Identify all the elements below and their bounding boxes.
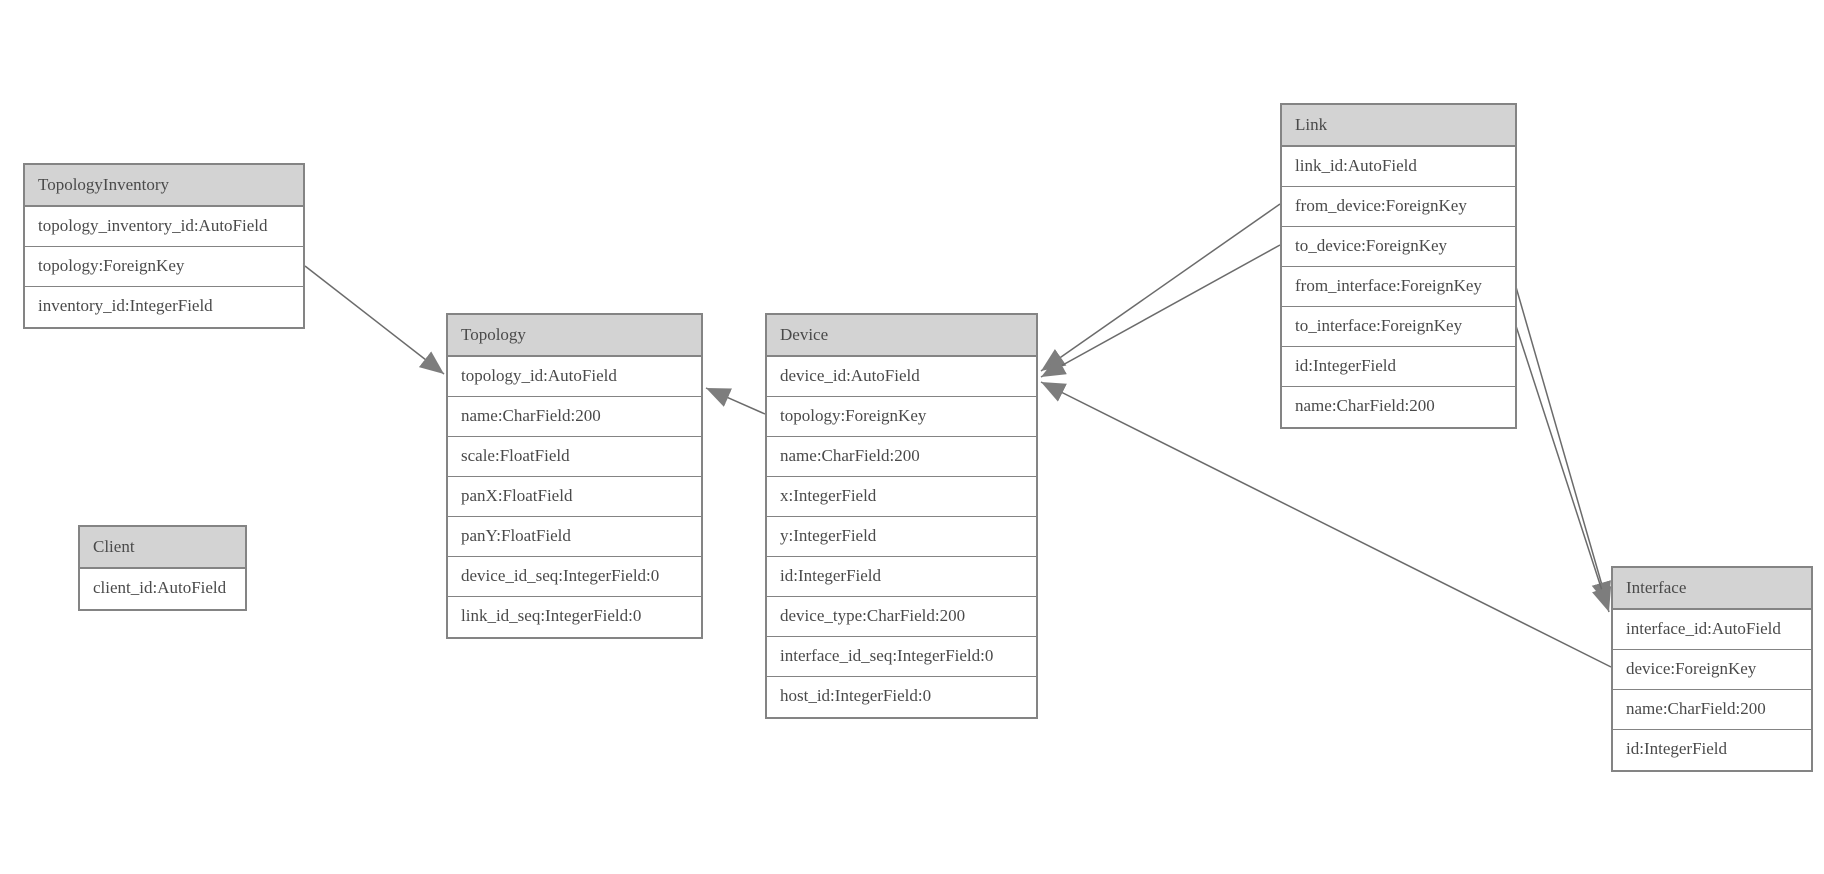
field-interface_id: interface_id:AutoField <box>1613 610 1811 650</box>
connection-link-to_device-to-device-device_id <box>1040 244 1281 378</box>
field-name: name:CharField:200 <box>1282 387 1515 427</box>
field-device: device:ForeignKey <box>1613 650 1811 690</box>
field-to_interface: to_interface:ForeignKey <box>1282 307 1515 347</box>
field-link_id: link_id:AutoField <box>1282 147 1515 187</box>
field-topology_id: topology_id:AutoField <box>448 357 701 397</box>
connection-device-topology-to-topology-topology_id <box>705 387 766 415</box>
field-to_device: to_device:ForeignKey <box>1282 227 1515 267</box>
field-x: x:IntegerField <box>767 477 1036 517</box>
entity-title: Topology <box>448 315 701 357</box>
field-name: name:CharField:200 <box>767 437 1036 477</box>
field-inventory_id: inventory_id:IntegerField <box>25 287 303 327</box>
field-interface_id_seq: interface_id_seq:IntegerField:0 <box>767 637 1036 677</box>
entity-title: Device <box>767 315 1036 357</box>
field-device_type: device_type:CharField:200 <box>767 597 1036 637</box>
field-panY: panY:FloatField <box>448 517 701 557</box>
field-from_device: from_device:ForeignKey <box>1282 187 1515 227</box>
connection-topologyinventory-topology-to-topology-topology_id <box>304 265 445 375</box>
field-topology: topology:ForeignKey <box>25 247 303 287</box>
connection-link-from_interface-to-interface-interface_id <box>1515 286 1611 607</box>
field-host_id: host_id:IntegerField:0 <box>767 677 1036 717</box>
field-y: y:IntegerField <box>767 517 1036 557</box>
field-id: id:IntegerField <box>1613 730 1811 770</box>
field-device_id_seq: device_id_seq:IntegerField:0 <box>448 557 701 597</box>
field-client_id: client_id:AutoField <box>80 569 245 609</box>
field-from_interface: from_interface:ForeignKey <box>1282 267 1515 307</box>
field-name: name:CharField:200 <box>448 397 701 437</box>
field-topology: topology:ForeignKey <box>767 397 1036 437</box>
entity-title: Link <box>1282 105 1515 147</box>
field-id: id:IntegerField <box>767 557 1036 597</box>
connection-link-to_interface-to-interface-interface_id <box>1515 325 1612 613</box>
entity-title: Interface <box>1613 568 1811 610</box>
field-scale: scale:FloatField <box>448 437 701 477</box>
field-device_id: device_id:AutoField <box>767 357 1036 397</box>
field-panX: panX:FloatField <box>448 477 701 517</box>
field-link_id_seq: link_id_seq:IntegerField:0 <box>448 597 701 637</box>
field-topology_inventory_id: topology_inventory_id:AutoField <box>25 207 303 247</box>
entity-title: Client <box>80 527 245 569</box>
field-id: id:IntegerField <box>1282 347 1515 387</box>
connection-link-from_device-to-device-device_id <box>1040 203 1281 372</box>
entity-title: TopologyInventory <box>25 165 303 207</box>
field-name: name:CharField:200 <box>1613 690 1811 730</box>
